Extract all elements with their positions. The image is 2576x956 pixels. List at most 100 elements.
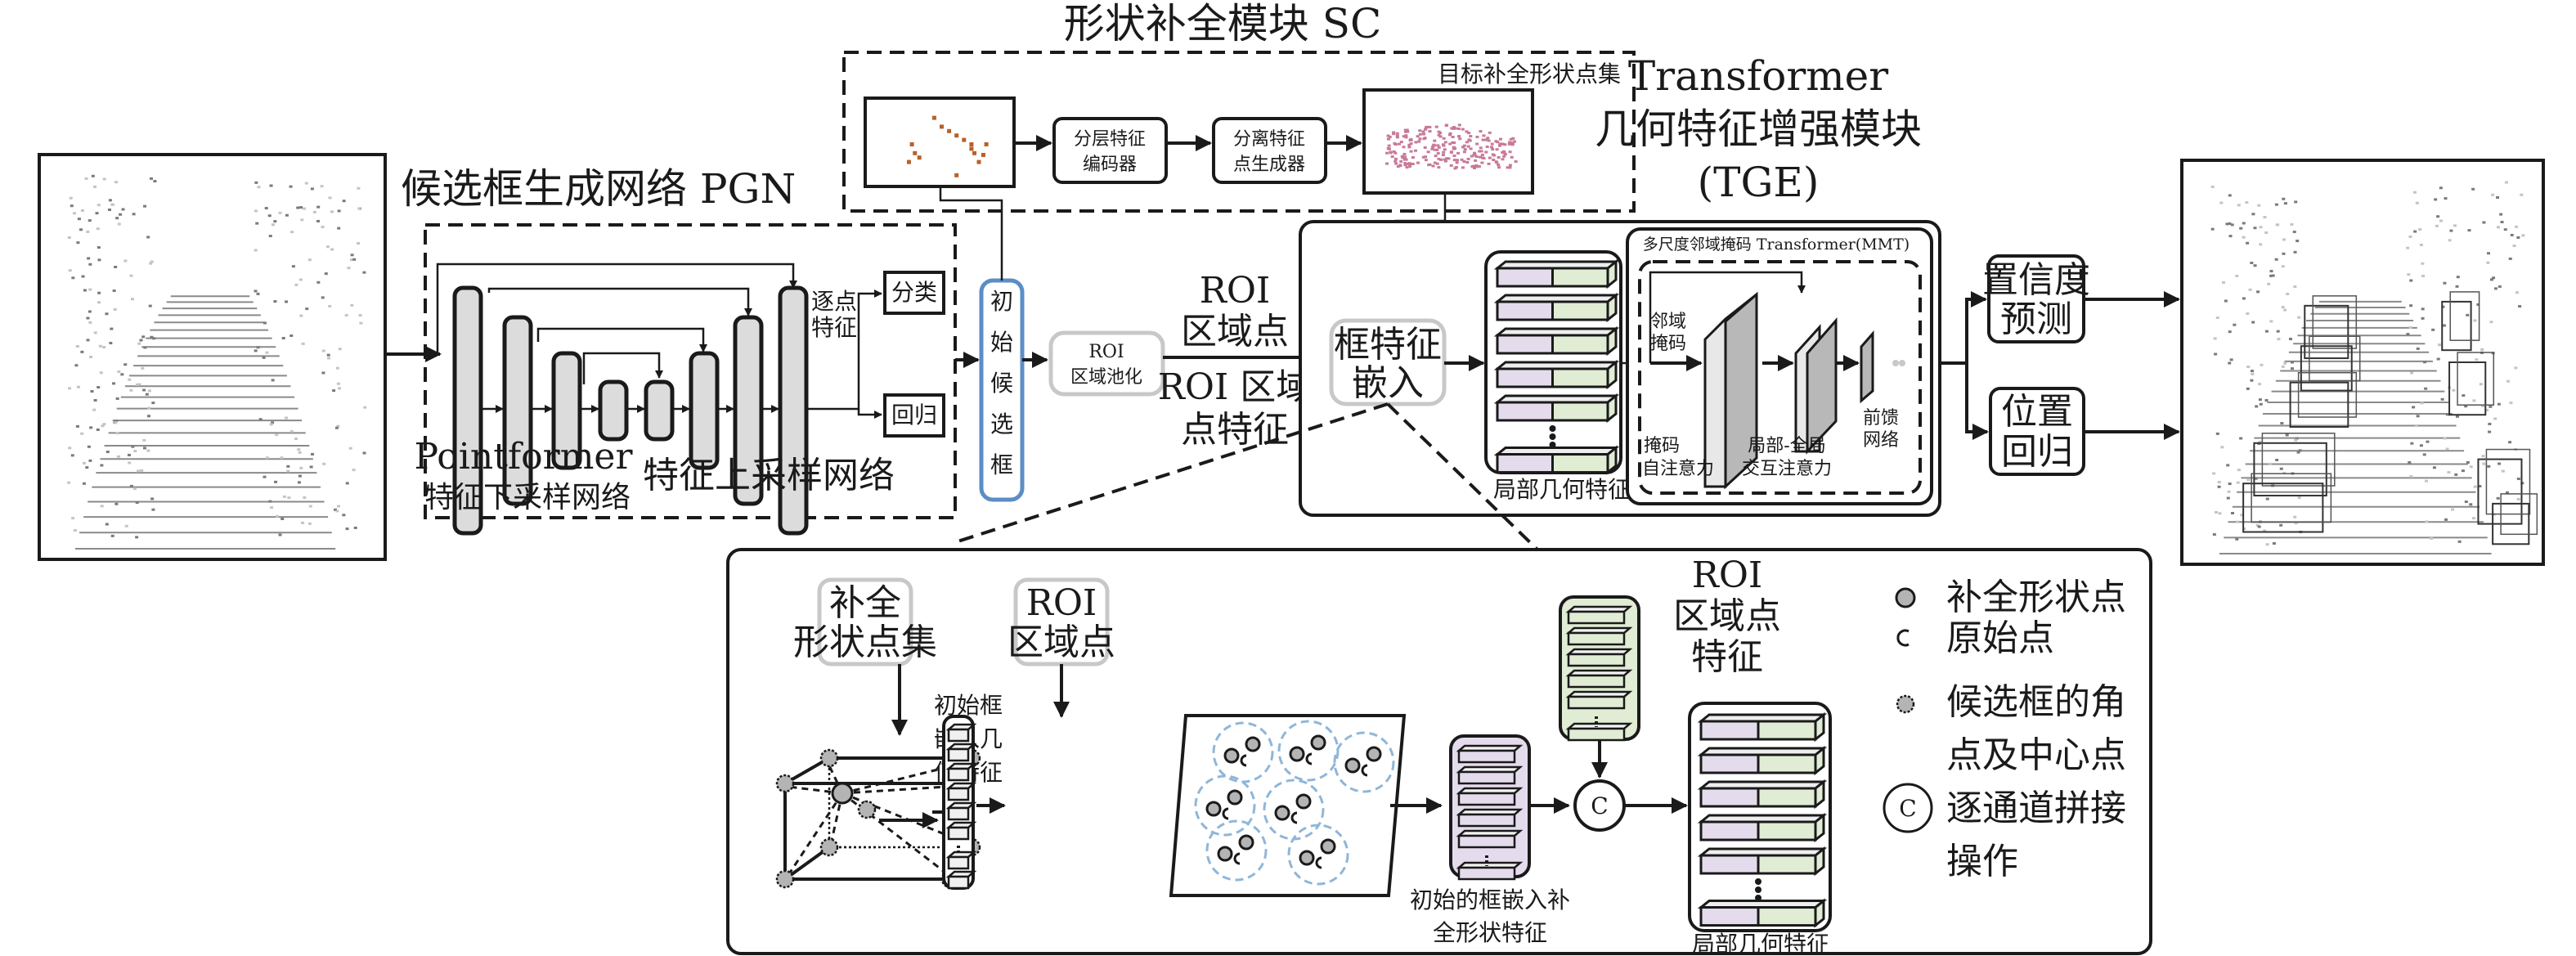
lidar-point (282, 495, 286, 498)
lidar-point (2257, 204, 2261, 207)
lidar-point (2269, 270, 2273, 273)
neighborhood-circle (1205, 819, 1268, 882)
completed-point (1424, 128, 1428, 131)
embed-completed-label-2: 全形状特征 (1433, 919, 1547, 946)
lidar-point (337, 227, 341, 230)
sparse-point (906, 159, 911, 164)
lidar-point (2447, 471, 2451, 474)
stack-bar (1567, 610, 1626, 625)
original-point (1222, 807, 1229, 820)
lidar-point (2466, 460, 2470, 464)
lidar-point (2228, 361, 2232, 365)
pointwise-feature-label-2: 特征 (811, 314, 857, 341)
lidar-point (2233, 323, 2237, 326)
lidar-point (139, 339, 143, 342)
lidar-point (2267, 282, 2271, 285)
lidar-point (101, 424, 105, 428)
lidar-point (2283, 361, 2287, 365)
ellipsis-dot (1755, 886, 1761, 893)
completed-point (1501, 158, 1505, 161)
lidar-point (255, 222, 259, 225)
lidar-point (96, 227, 100, 231)
pointformer-label: Pointformer (414, 436, 633, 478)
pointwise-feature-label-1: 逐点 (811, 288, 857, 315)
lidar-point (301, 521, 305, 524)
lidar-point (96, 428, 100, 431)
lidar-scan-lines (67, 174, 367, 550)
lidar-point (269, 184, 273, 187)
lidar-point (281, 336, 285, 339)
lidar-point (2422, 453, 2426, 456)
lidar-point (2246, 312, 2250, 316)
completed-point (1457, 135, 1461, 138)
detection-box (2485, 448, 2531, 515)
lidar-point (130, 298, 134, 301)
completed-point (1452, 147, 1456, 150)
lidar-point (2293, 285, 2297, 289)
lidar-point (2512, 245, 2516, 248)
lidar-point (2245, 201, 2249, 204)
feature-bar-side (1814, 711, 1825, 743)
completed-point (1498, 142, 1502, 146)
completed-point (1472, 154, 1476, 157)
feature-bar-side (1606, 258, 1618, 289)
completed-point (1482, 134, 1486, 137)
completed-point (1451, 135, 1455, 138)
lidar-point (2416, 347, 2420, 350)
lidar-point (67, 236, 71, 240)
lidar-point (100, 505, 104, 508)
lidar-point (350, 254, 354, 257)
completed-point (1433, 139, 1437, 142)
lidar-point (2508, 441, 2512, 444)
completed-point (1487, 162, 1491, 165)
lidar-point (2486, 261, 2490, 264)
lidar-point (88, 356, 92, 359)
completed-point (1413, 149, 1417, 152)
stack-bar (1567, 653, 1626, 667)
lidar-point (2492, 276, 2496, 280)
lidar-point (2237, 469, 2241, 472)
lidar-point (80, 209, 84, 212)
neighborhood-circle (1194, 774, 1256, 837)
stack-bar (947, 767, 970, 782)
lidar-point (148, 304, 152, 307)
lidar-point (2275, 458, 2279, 461)
lidar-point (88, 321, 92, 324)
init-box-embed-label-1: 初始框 (934, 692, 1003, 719)
lidar-point (328, 304, 332, 307)
lidar-point (2235, 274, 2239, 277)
lidar-point (336, 382, 340, 385)
lidar-point (2250, 261, 2254, 264)
legend-item-concat: C 逐通道拼接 操作 (1883, 783, 2126, 882)
lidar-point (2246, 241, 2250, 245)
lidar-point (2295, 437, 2299, 440)
stack-bar (1457, 813, 1516, 828)
lidar-point (312, 210, 316, 213)
lidar-point (76, 241, 80, 245)
lidar-point (2412, 191, 2417, 194)
center-point (831, 782, 854, 805)
stack-bar (947, 806, 970, 821)
lidar-point (152, 337, 156, 340)
svg-text:网络: 网络 (1863, 430, 1899, 451)
feature-bar-green (1551, 267, 1609, 288)
roi-point-features-label-3: 特征 (1691, 636, 1763, 678)
regression-label: 回归 (891, 402, 937, 429)
sparse-point (913, 150, 918, 155)
completed-point (1407, 165, 1411, 168)
completed-point (1295, 793, 1312, 810)
completed-point (1407, 143, 1411, 146)
lidar-point (2294, 200, 2298, 204)
lidar-point (348, 447, 352, 450)
lidar-point (2242, 297, 2246, 300)
lidar-point (97, 258, 101, 262)
completed-point (1386, 137, 1390, 141)
lidar-point (2220, 446, 2224, 449)
lidar-point (2409, 475, 2413, 478)
lidar-point (68, 387, 72, 390)
lidar-point (2516, 236, 2520, 239)
completed-point (1384, 162, 1389, 165)
lidar-point (300, 218, 304, 222)
lidar-point (278, 533, 282, 536)
lidar-point (88, 288, 92, 291)
